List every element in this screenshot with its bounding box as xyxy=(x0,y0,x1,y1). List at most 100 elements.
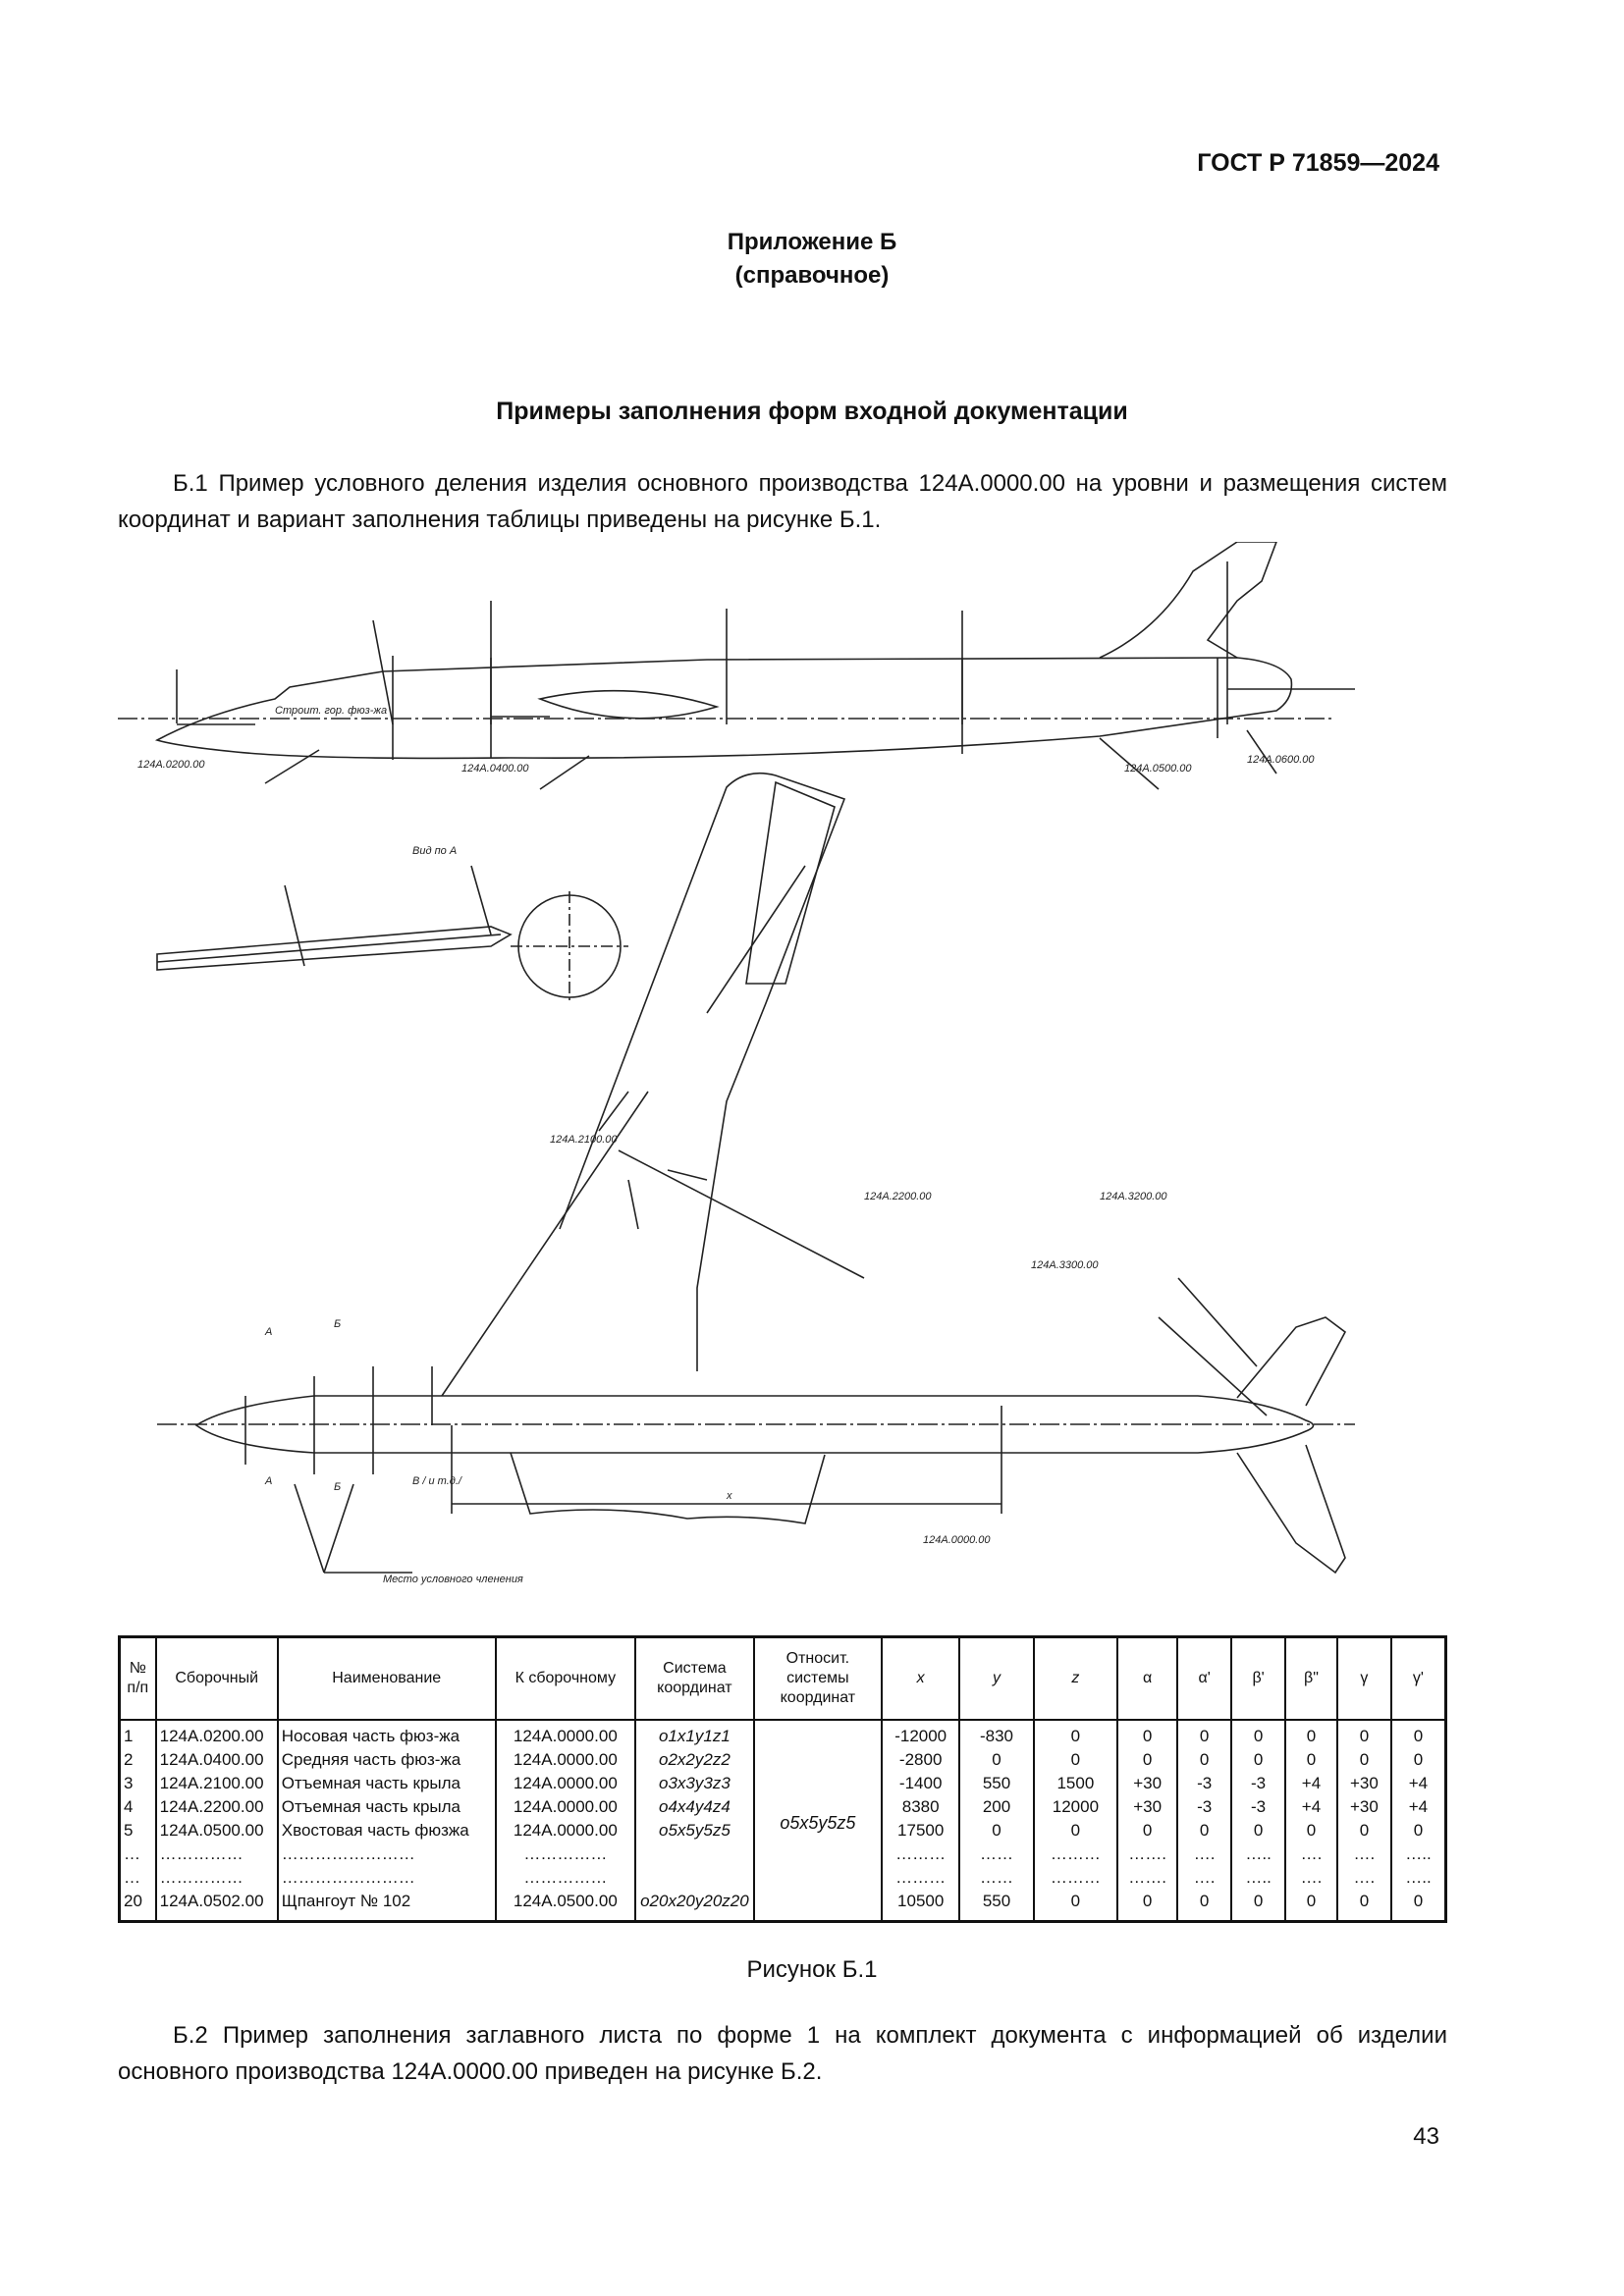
table-cell: ….. xyxy=(1230,1868,1287,1892)
table-cell: -2800 xyxy=(880,1750,961,1774)
table-cell: Отъемная часть крыла xyxy=(276,1797,497,1821)
table-cell: 0 xyxy=(1284,1720,1338,1750)
label-2200: 124А.2200.00 xyxy=(864,1191,932,1202)
th-to-assembly: К сборочному xyxy=(494,1635,637,1721)
th-assembly: Сборочный xyxy=(154,1635,279,1721)
paragraph-b1: Б.1 Пример условного деления изделия осн… xyxy=(118,470,1447,533)
table-cell: …. xyxy=(1284,1868,1338,1892)
table-cell: 0 xyxy=(1176,1821,1233,1844)
table-cell: 0 xyxy=(1335,1750,1392,1774)
table-cell: -1400 xyxy=(880,1774,961,1797)
label-a-top: А xyxy=(264,1326,272,1338)
table-cell: 0 xyxy=(1176,1892,1233,1922)
table-header-row: № п/п Сборочный Наименование К сборочном… xyxy=(118,1635,1447,1721)
table-cell: 550 xyxy=(958,1892,1035,1922)
table-cell: 124А.0000.00 xyxy=(494,1797,637,1821)
table-cell: 0 xyxy=(1116,1750,1179,1774)
table-cell: …. xyxy=(1176,1844,1233,1868)
table-cell: 0 xyxy=(1284,1821,1338,1844)
th-x: x xyxy=(880,1635,961,1721)
table-cell: ….. xyxy=(1230,1844,1287,1868)
table-cell: 12000 xyxy=(1032,1797,1119,1821)
table-cell: 0 xyxy=(1116,1821,1179,1844)
table-cell: 1 xyxy=(118,1720,157,1750)
page-number: 43 xyxy=(1413,2123,1439,2150)
table-cell: 0 xyxy=(1335,1892,1392,1922)
table-cell: …. xyxy=(1335,1868,1392,1892)
top-tail-upper xyxy=(1236,1316,1347,1407)
table-cell: …………… xyxy=(154,1868,279,1892)
table-cell: Средняя часть фюз-жа xyxy=(276,1750,497,1774)
table-cell: 0 xyxy=(958,1750,1035,1774)
relative-system-cell: o5x5y5z5 xyxy=(752,1720,883,1922)
table-cell: ….. xyxy=(1389,1868,1447,1892)
side-wing-profile xyxy=(537,689,720,720)
table-cell: 20 xyxy=(118,1892,157,1922)
table-cell: 0 xyxy=(1176,1720,1233,1750)
th-y: y xyxy=(958,1635,1035,1721)
label-constr-line: Строит. гор. фюз-жа xyxy=(275,705,387,717)
table-cell: Хвостовая часть фюзжа xyxy=(276,1821,497,1844)
table-cell: 200 xyxy=(958,1797,1035,1821)
wing-flap xyxy=(745,780,836,985)
top-fuselage-outline xyxy=(194,1395,1315,1454)
th-num: № п/п xyxy=(118,1635,157,1721)
th-name: Наименование xyxy=(276,1635,497,1721)
th-beta2: β" xyxy=(1284,1635,1338,1721)
table-cell: +30 xyxy=(1116,1774,1179,1797)
table-cell: …… xyxy=(958,1868,1035,1892)
table-cell: ……… xyxy=(1032,1868,1119,1892)
label-x-dimension: x xyxy=(726,1490,732,1502)
table-cell: 124А.0400.00 xyxy=(154,1750,279,1774)
table-cell: … xyxy=(118,1844,157,1868)
table-cell: 0 xyxy=(1389,1821,1447,1844)
label-3300: 124А.3300.00 xyxy=(1031,1259,1099,1271)
table-cell: o4x4y4z4 xyxy=(634,1797,755,1821)
table-cell: 0 xyxy=(1230,1720,1287,1750)
label-a-bottom: А xyxy=(264,1475,272,1487)
table-cell: +30 xyxy=(1116,1797,1179,1821)
top-tail-lower xyxy=(1236,1444,1346,1575)
table-cell: 0 xyxy=(1032,1750,1119,1774)
table-cell: 550 xyxy=(958,1774,1035,1797)
table-cell: o5x5y5z5 xyxy=(634,1821,755,1844)
table-cell: +4 xyxy=(1389,1774,1447,1797)
label-b-bottom: Б xyxy=(334,1481,341,1493)
table-cell: 0 xyxy=(1230,1750,1287,1774)
table-cell: 0 xyxy=(1032,1821,1119,1844)
paragraph-b2: Б.2 Пример заполнения заглавного листа п… xyxy=(118,2022,1447,2085)
table-cell: … xyxy=(118,1868,157,1892)
table-cell: -3 xyxy=(1230,1774,1287,1797)
section-title: Примеры заполнения форм входной документ… xyxy=(496,398,1128,425)
table-cell: 124А.0000.00 xyxy=(494,1720,637,1750)
table-cell: -3 xyxy=(1176,1797,1233,1821)
wing-panel xyxy=(559,772,846,1371)
figure-b1-drawing: 124А.0200.00 124А.0400.00 124А.0500.00 1… xyxy=(118,542,1447,1622)
table-cell xyxy=(634,1868,755,1892)
table-cell: ……… xyxy=(880,1844,961,1868)
label-b-top: Б xyxy=(334,1318,341,1330)
table-cell: Отъемная часть крыла xyxy=(276,1774,497,1797)
appendix-heading: Приложение Б (справочное) xyxy=(0,226,1624,293)
table-cell: 4 xyxy=(118,1797,157,1821)
table-cell: 124А.0000.00 xyxy=(494,1821,637,1844)
table-cell: -3 xyxy=(1230,1797,1287,1821)
table-cell: Щпангоут № 102 xyxy=(276,1892,497,1922)
table-cell: 3 xyxy=(118,1774,157,1797)
table-cell: …………………… xyxy=(276,1844,497,1868)
table-cell: -830 xyxy=(958,1720,1035,1750)
table-cell: -12000 xyxy=(880,1720,961,1750)
side-fuselage-outline xyxy=(154,657,1293,760)
table-cell: +30 xyxy=(1335,1797,1392,1821)
th-gamma: γ xyxy=(1335,1635,1392,1721)
table-row: …………………………………………………………………………….….…..….….…… xyxy=(118,1844,1447,1868)
table-cell: 124А.2100.00 xyxy=(154,1774,279,1797)
table-cell: …. xyxy=(1284,1844,1338,1868)
table-cell: 0 xyxy=(1335,1821,1392,1844)
table-cell: 124А.0200.00 xyxy=(154,1720,279,1750)
